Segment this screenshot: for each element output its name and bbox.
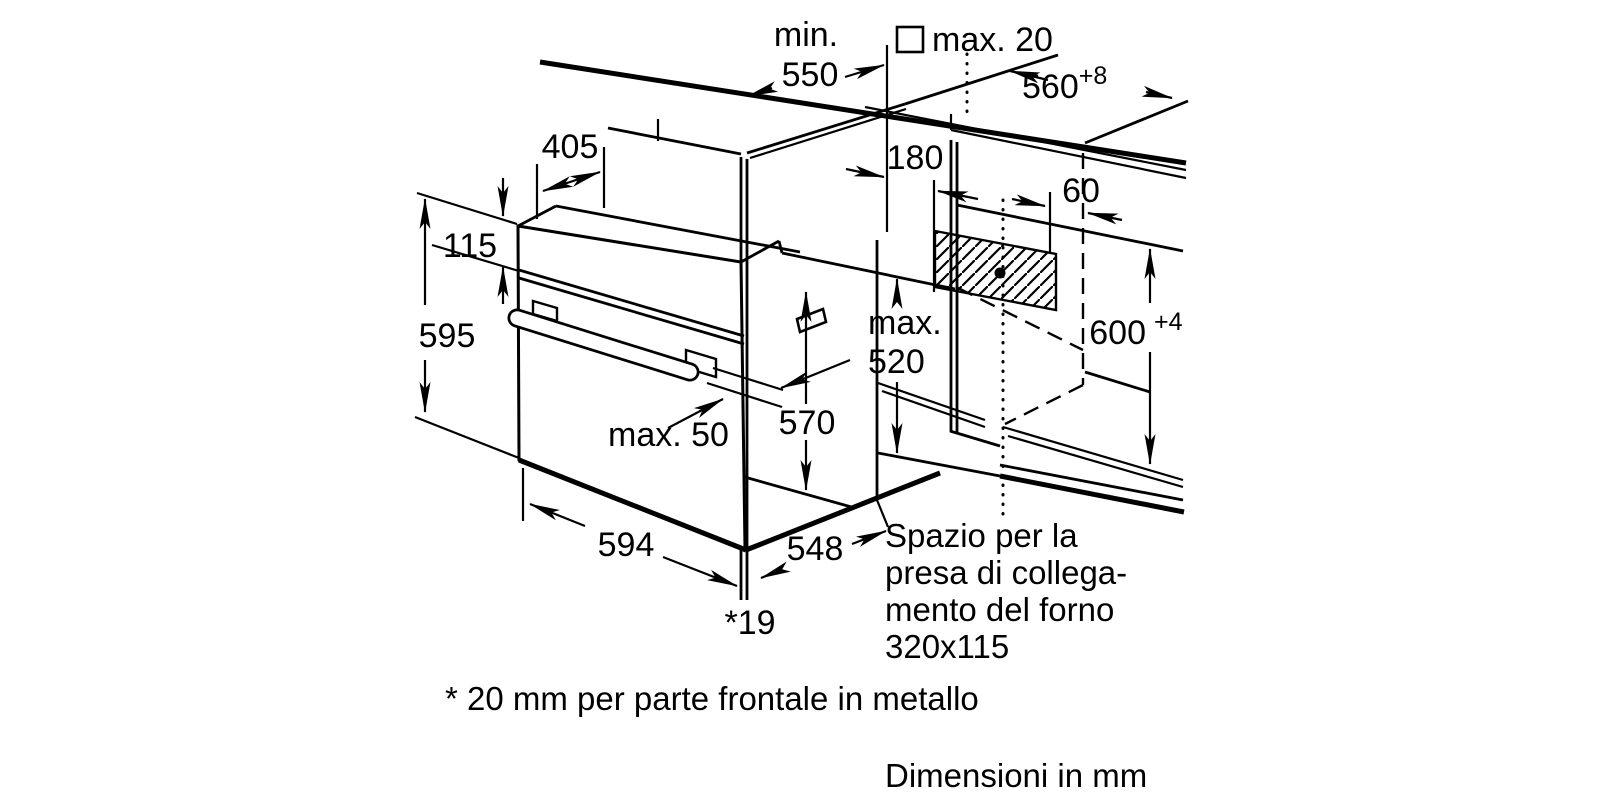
dim-min-550-value: 550	[782, 56, 839, 94]
note-socket-space: Spazio per la presa di collega- mento de…	[885, 517, 1132, 665]
diagram-labels: min. 550 max. 20 560+8 405 115 595 180 6…	[419, 16, 1183, 794]
dim-max-520-word: max.	[868, 304, 942, 342]
note-units: Dimensioni in mm	[885, 757, 1147, 794]
dim-60: 60	[1062, 172, 1100, 210]
dim-max-520-value: 520	[868, 343, 925, 381]
worktop-and-wall	[539, 53, 1189, 180]
dim-560-tolerance: 560+8	[1022, 62, 1107, 106]
dim-570: 570	[779, 404, 836, 442]
side-bracket	[795, 307, 828, 334]
dim-595: 595	[419, 317, 476, 355]
dim-max-50: max. 50	[608, 416, 729, 454]
note-frontal-metal: * 20 mm per parte frontale in metallo	[445, 680, 979, 717]
oven-front-face	[516, 224, 747, 552]
square-section-symbol	[895, 25, 925, 54]
dim-594: 594	[598, 526, 655, 564]
dim-548: 548	[787, 530, 844, 568]
dim-max-20: max. 20	[932, 21, 1053, 59]
oven	[507, 204, 941, 553]
dim-min-550-word: min.	[774, 16, 838, 54]
dimension-annotations	[414, 25, 1173, 588]
oven-handle	[507, 299, 718, 382]
dim-405: 405	[542, 128, 599, 166]
dim-star-19: *19	[724, 604, 775, 642]
dim-600-tolerance: 600+4	[1089, 308, 1182, 352]
dim-115: 115	[443, 227, 497, 265]
dim-180: 180	[887, 139, 944, 177]
